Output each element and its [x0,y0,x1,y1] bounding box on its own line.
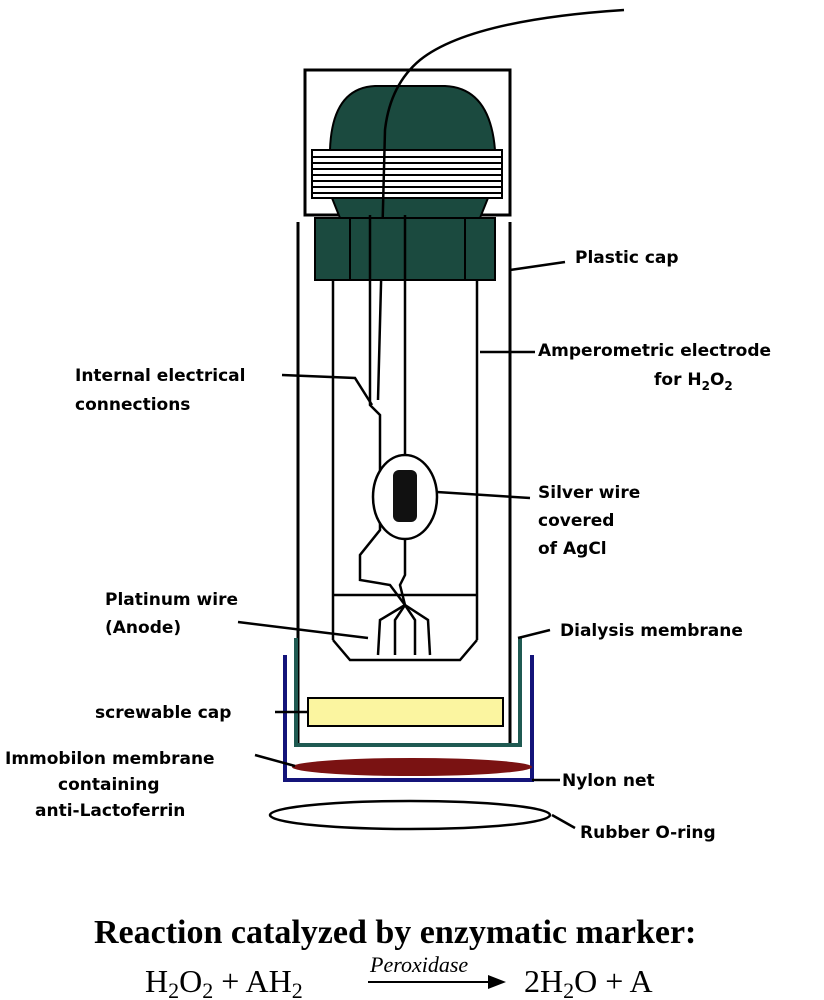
label-silver-2: covered [538,511,614,531]
platinum-wire [376,603,432,656]
dark-cap-dome [328,85,497,151]
label-platinum-1: Platinum wire [105,590,238,610]
label-amperometric-2: for H2O2 [654,370,733,393]
silver-wire-coil [371,453,439,541]
label-plastic-cap: Plastic cap [575,248,679,268]
label-silver-1: Silver wire [538,483,640,503]
nylon-net [283,655,534,782]
internal-wires [358,215,407,606]
label-immobilon-3: anti-Lactoferrin [35,801,185,821]
rubber-o-ring [268,799,552,831]
top-housing [303,68,512,219]
label-immobilon-1: Immobilon membrane [5,749,215,769]
label-nylon: Nylon net [562,771,655,791]
label-platinum-2: (Anode) [105,618,181,638]
reaction-enzyme: Peroxidase [369,952,468,977]
dialysis-membrane [294,638,522,747]
cable [376,8,625,401]
label-dialysis: Dialysis membrane [560,621,743,641]
label-internal-1: Internal electrical [75,366,245,386]
dark-cap-neck [330,197,490,219]
screwable-cap [307,697,504,727]
label-oring: Rubber O-ring [580,823,716,843]
leader-lines [237,260,576,830]
label-screwable: screwable cap [95,703,231,723]
svg-text:2H2O + A: 2H2O + A [524,963,653,1000]
reaction-title: Reaction catalyzed by enzymatic marker: [94,914,696,951]
label-immobilon-2: containing [58,775,160,795]
cap-threads [311,149,503,199]
reaction-equation: H2O2 + AH2 Peroxidase 2H2O + A [145,952,653,1000]
label-silver-3: of AgCl [538,539,607,559]
immobilon-membrane [292,758,532,776]
label-internal-2: connections [75,395,190,415]
inner-electrode-body [331,280,479,662]
label-amperometric-1: Amperometric electrode [538,341,771,361]
svg-text:H2O2 + AH2: H2O2 + AH2 [145,963,303,1000]
